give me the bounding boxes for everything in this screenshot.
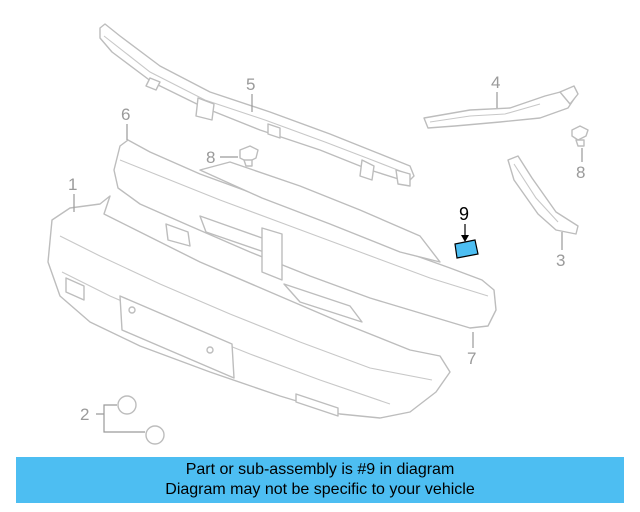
svg-text:4: 4 (491, 73, 500, 92)
banner-line-1: Part or sub-assembly is #9 in diagram (185, 461, 455, 478)
part-6-impact-bar (113, 139, 497, 329)
svg-text:8: 8 (206, 148, 215, 167)
svg-text:3: 3 (556, 251, 565, 270)
callout-4: 4 (491, 73, 500, 108)
part-1-bumper-cover (47, 195, 451, 419)
svg-text:2: 2 (80, 405, 89, 424)
svg-text:7: 7 (467, 349, 476, 368)
part-8-clip-right (571, 125, 589, 147)
part-8-clip-left (239, 145, 259, 167)
banner-line-2: Diagram may not be specific to your vehi… (165, 481, 475, 498)
part-4-bracket (423, 85, 579, 129)
callout-6: 6 (121, 105, 130, 140)
parts-diagram: 1 2 3 4 5 6 7 8 8 9 (47, 23, 589, 445)
svg-text:8: 8 (576, 163, 585, 182)
callout-5: 5 (246, 75, 255, 112)
part-2-plugs (117, 395, 165, 445)
callout-8-right: 8 (576, 148, 585, 182)
svg-text:5: 5 (246, 75, 255, 94)
callout-1: 1 (68, 175, 77, 212)
part-9-highlighted (454, 239, 479, 259)
callout-3: 3 (556, 232, 565, 270)
info-banner: Part or sub-assembly is #9 in diagram Di… (16, 457, 624, 503)
callout-8-left: 8 (206, 148, 238, 167)
callout-9: 9 (459, 204, 469, 242)
part-5-support-rail (99, 23, 415, 187)
part-3-side-strip (507, 155, 579, 235)
callout-7: 7 (467, 332, 476, 368)
svg-text:1: 1 (68, 175, 77, 194)
callout-2: 2 (80, 404, 145, 433)
svg-text:9: 9 (459, 204, 469, 224)
svg-text:6: 6 (121, 105, 130, 124)
